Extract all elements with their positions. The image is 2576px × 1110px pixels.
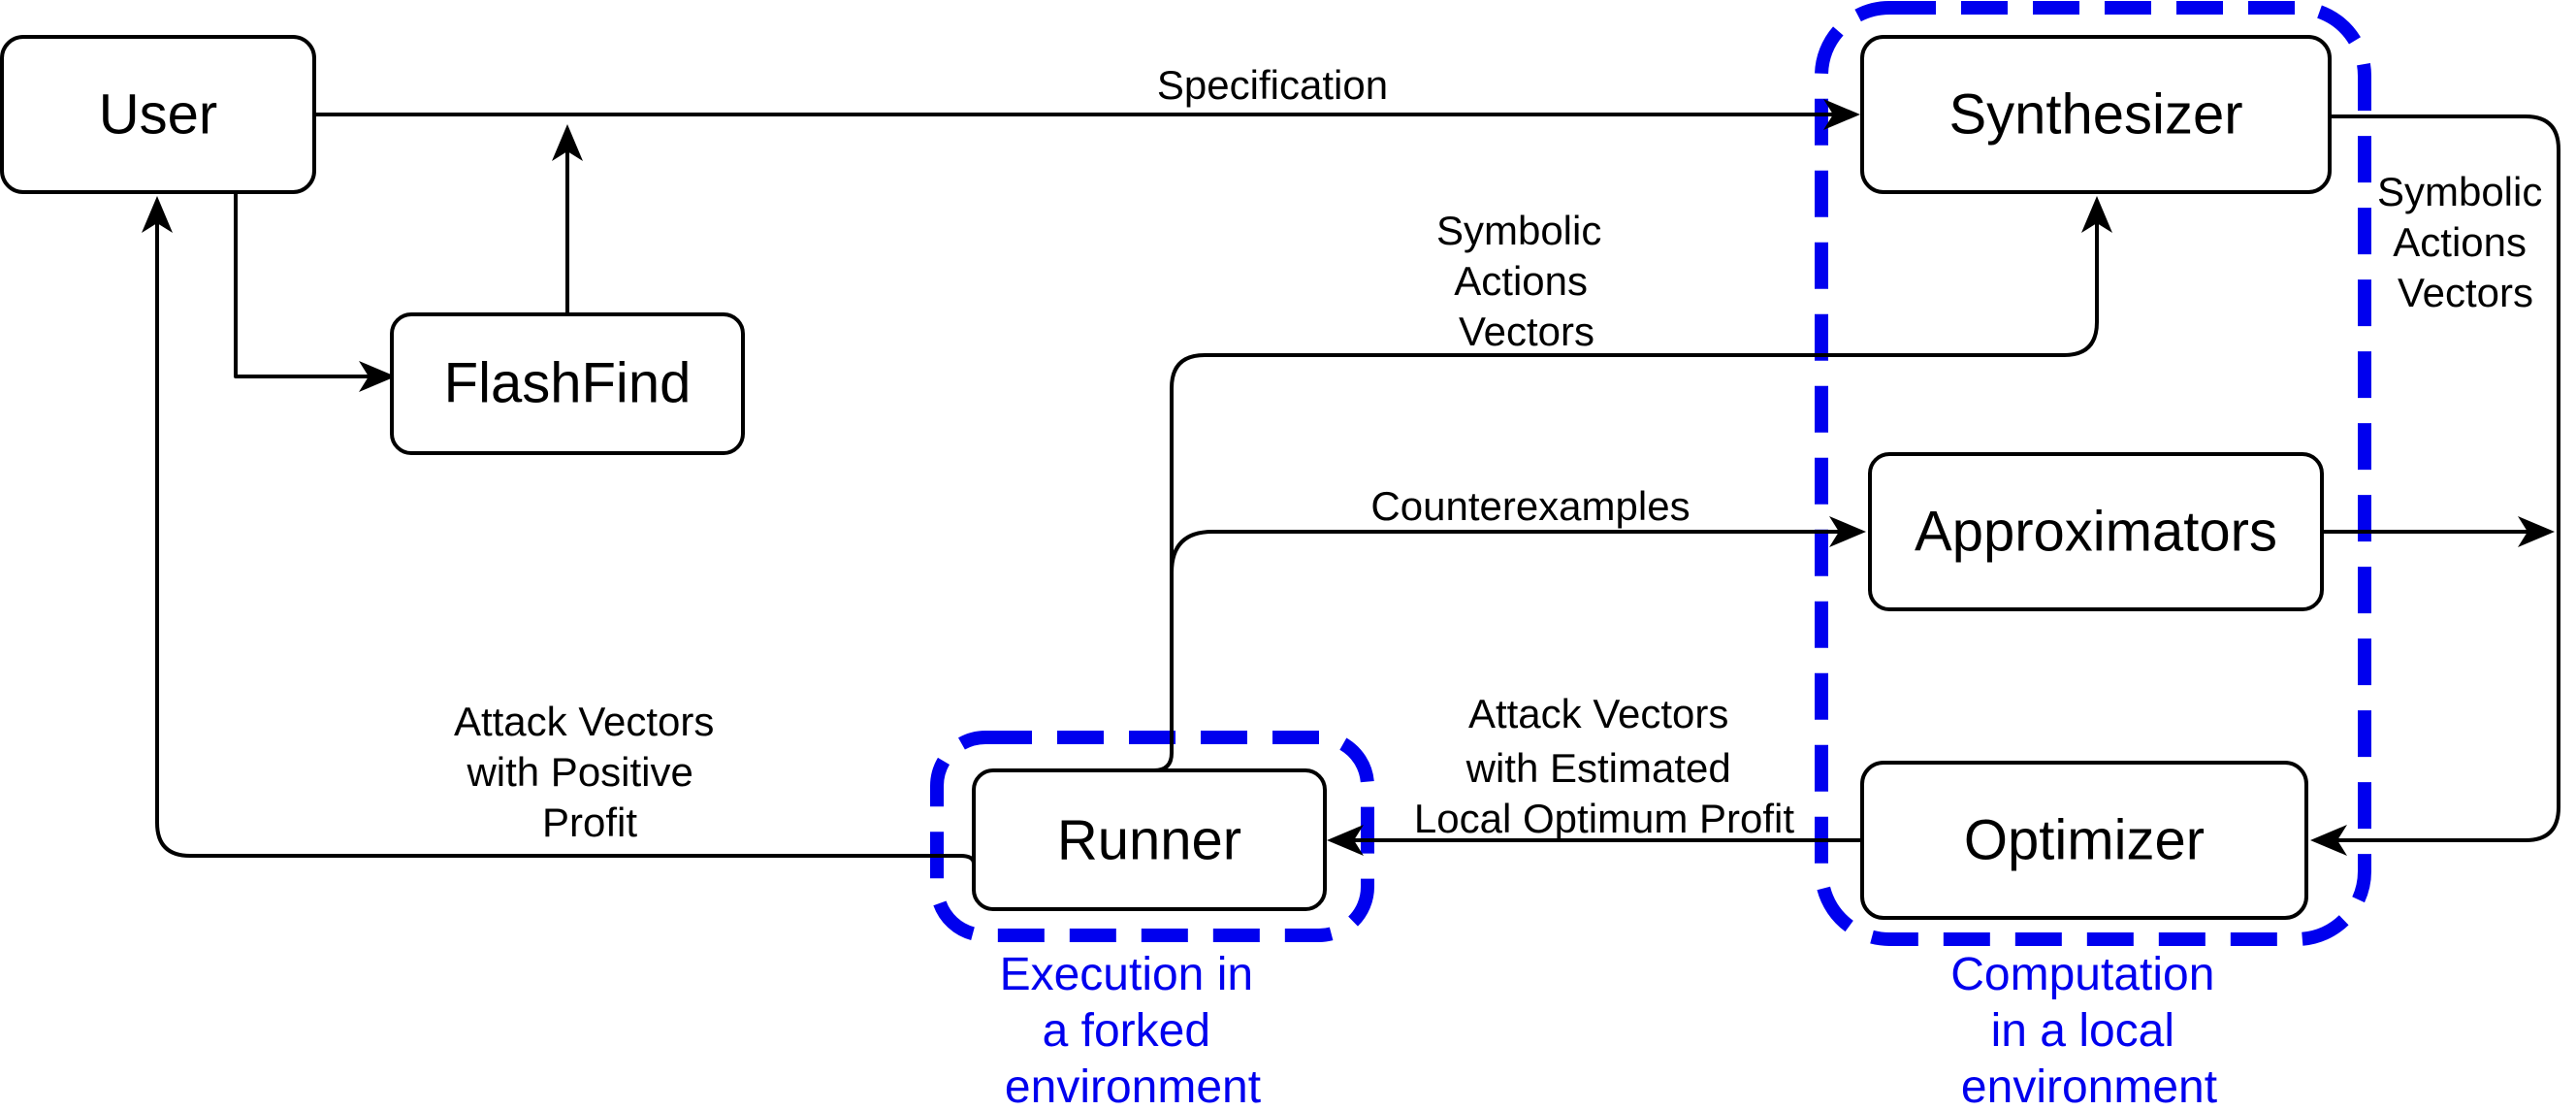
node-user-label: User (99, 83, 217, 147)
arrowhead-user (142, 196, 173, 233)
label-symbolic-mid-line2: Actions (1454, 258, 1588, 304)
node-approximators: Approximators (1868, 452, 2324, 611)
node-user: User (0, 35, 316, 194)
arrowhead-rail (2518, 516, 2555, 547)
label-symbolic-right-line2: Actions (2393, 219, 2527, 265)
node-optimizer: Optimizer (1860, 761, 2308, 920)
arrowhead-flashfind-up (552, 124, 583, 161)
arrowhead-flashfind (359, 361, 396, 392)
arrowhead-runner (1327, 825, 1364, 856)
label-forked-line1: Execution in (1000, 949, 1254, 1000)
arrowhead-specification (1823, 99, 1860, 130)
node-flashfind-label: FlashFind (444, 352, 692, 415)
label-specification: Specification (1157, 62, 1388, 108)
label-forked-environment: Execution in a forked environment (1000, 949, 1267, 1110)
local-environment-group (1815, 1, 2371, 946)
label-symbolic-right: Symbolic Actions Vectors (2377, 169, 2554, 315)
label-forked-line3: environment (1005, 1061, 1261, 1110)
label-forked-line2: a forked (1043, 1005, 1210, 1057)
node-approximators-label: Approximators (1915, 501, 2277, 564)
label-symbolic-mid: Symbolic Actions Vectors (1436, 208, 1613, 354)
edge-user-to-flashfind (234, 192, 388, 378)
node-synthesizer: Synthesizer (1860, 35, 2332, 194)
edge-runner-to-approximators (1170, 530, 1858, 573)
node-optimizer-label: Optimizer (1964, 809, 2205, 872)
forked-environment-group (930, 731, 1374, 942)
label-local-line3: environment (1961, 1061, 2217, 1110)
label-symbolic-right-line1: Symbolic (2377, 169, 2542, 214)
arrowhead-optimizer (2310, 825, 2347, 856)
label-attack-positive-line2: with Positive (466, 749, 692, 795)
label-local-line1: Computation (1950, 949, 2214, 1000)
edge-synthesizer-to-optimizer (2320, 114, 2560, 842)
node-runner: Runner (972, 768, 1327, 911)
label-symbolic-mid-line3: Vectors (1459, 309, 1594, 354)
label-attack-positive-line3: Profit (542, 800, 637, 845)
label-counterexamples: Counterexamples (1370, 483, 1690, 529)
node-runner-label: Runner (1057, 809, 1241, 872)
label-attack-estimated-line2: with Estimated (1465, 745, 1731, 791)
node-synthesizer-label: Synthesizer (1948, 83, 2242, 147)
label-attack-estimated-line3: Local Optimum Profit (1414, 796, 1794, 841)
label-local-environment: Computation in a local environment (1950, 949, 2228, 1110)
label-local-line2: in a local (1991, 1005, 2174, 1057)
label-attack-positive: Attack Vectors with Positive Profit (454, 699, 725, 845)
label-attack-estimated-line1: Attack Vectors (1468, 691, 1728, 736)
label-symbolic-right-line3: Vectors (2398, 270, 2533, 315)
arrowhead-approximators (1829, 516, 1866, 547)
edge-runner-to-synthesizer (1153, 204, 2099, 772)
node-flashfind: FlashFind (390, 312, 745, 455)
label-symbolic-mid-line1: Symbolic (1436, 208, 1601, 253)
label-attack-positive-line1: Attack Vectors (454, 699, 714, 744)
arrowhead-synthesizer-up (2081, 196, 2112, 233)
label-attack-estimated: Attack Vectors with Estimated Local Opti… (1414, 691, 1794, 841)
